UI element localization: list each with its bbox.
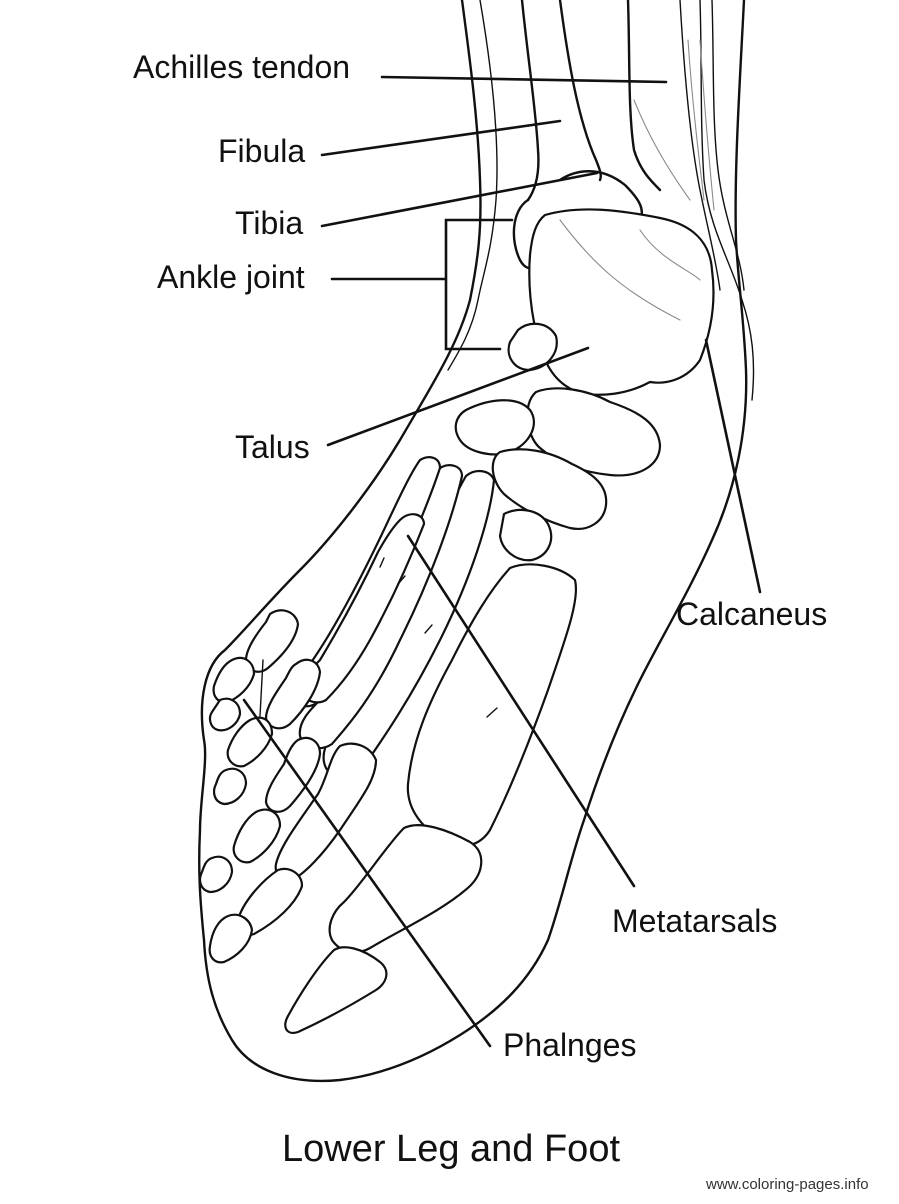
achilles-tendon-shape [633, 0, 745, 291]
phalanx-bones [199, 609, 483, 1034]
label-metatarsals: Metatarsals [612, 903, 777, 939]
metatarsals-leader [406, 534, 636, 888]
metatarsal-bones [290, 456, 577, 848]
label-ankle-joint: Ankle joint [157, 259, 305, 295]
credit-url: www.coloring-pages.info [705, 1176, 869, 1193]
tarsal-bones [454, 208, 715, 562]
label-phalanges: Phalnges [503, 1027, 636, 1063]
skin-outline [198, 0, 755, 1083]
achilles-leader [380, 75, 668, 84]
fibula-leader [320, 119, 562, 157]
label-tibia: Tibia [235, 205, 303, 241]
calcaneus-leader [704, 338, 762, 594]
label-fibula: Fibula [218, 133, 305, 169]
label-talus: Talus [235, 429, 310, 465]
talus-leader [326, 346, 590, 447]
phalanges-leader [242, 698, 492, 1048]
tibia-leader [320, 171, 599, 228]
tick-marks [259, 557, 498, 718]
label-achilles-tendon: Achilles tendon [133, 49, 350, 85]
label-calcaneus: Calcaneus [676, 596, 827, 632]
leader-lines [242, 75, 762, 1048]
diagram-title: Lower Leg and Foot [282, 1128, 620, 1170]
ankle-bracket [444, 218, 514, 351]
